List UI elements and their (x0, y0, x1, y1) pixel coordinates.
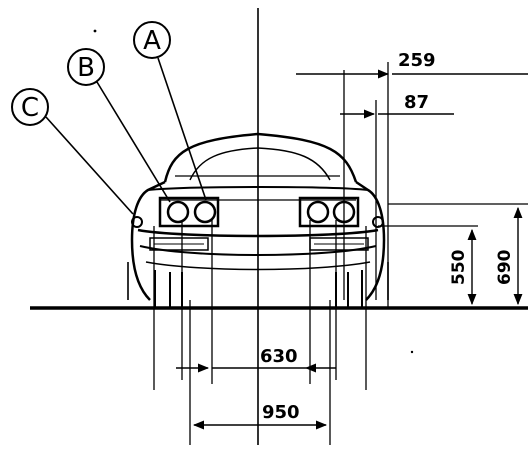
dimension-87 (340, 100, 454, 300)
leader-c (45, 116, 134, 215)
callout-a: A (133, 21, 171, 59)
speck (93, 29, 97, 33)
callout-c-label: C (21, 93, 39, 123)
dimension-259-label: 259 (398, 50, 436, 71)
dimension-950-label: 950 (262, 402, 300, 423)
dimension-630-label: 630 (260, 346, 298, 367)
dimension-630 (176, 220, 337, 384)
dimension-690 (388, 203, 528, 306)
leader-a (157, 57, 207, 201)
dimension-550 (378, 225, 478, 306)
leader-b (96, 81, 171, 203)
dimension-259 (296, 62, 528, 308)
dimension-690-label: 690 (495, 249, 515, 285)
callout-b-label: B (77, 53, 95, 83)
dimension-87-label: 87 (404, 92, 429, 113)
dimension-550-label: 550 (449, 249, 469, 285)
dimension-950 (153, 226, 367, 445)
callout-c: C (11, 88, 49, 126)
callout-a-label: A (143, 26, 161, 56)
callout-b: B (67, 48, 105, 86)
speck (410, 350, 414, 354)
